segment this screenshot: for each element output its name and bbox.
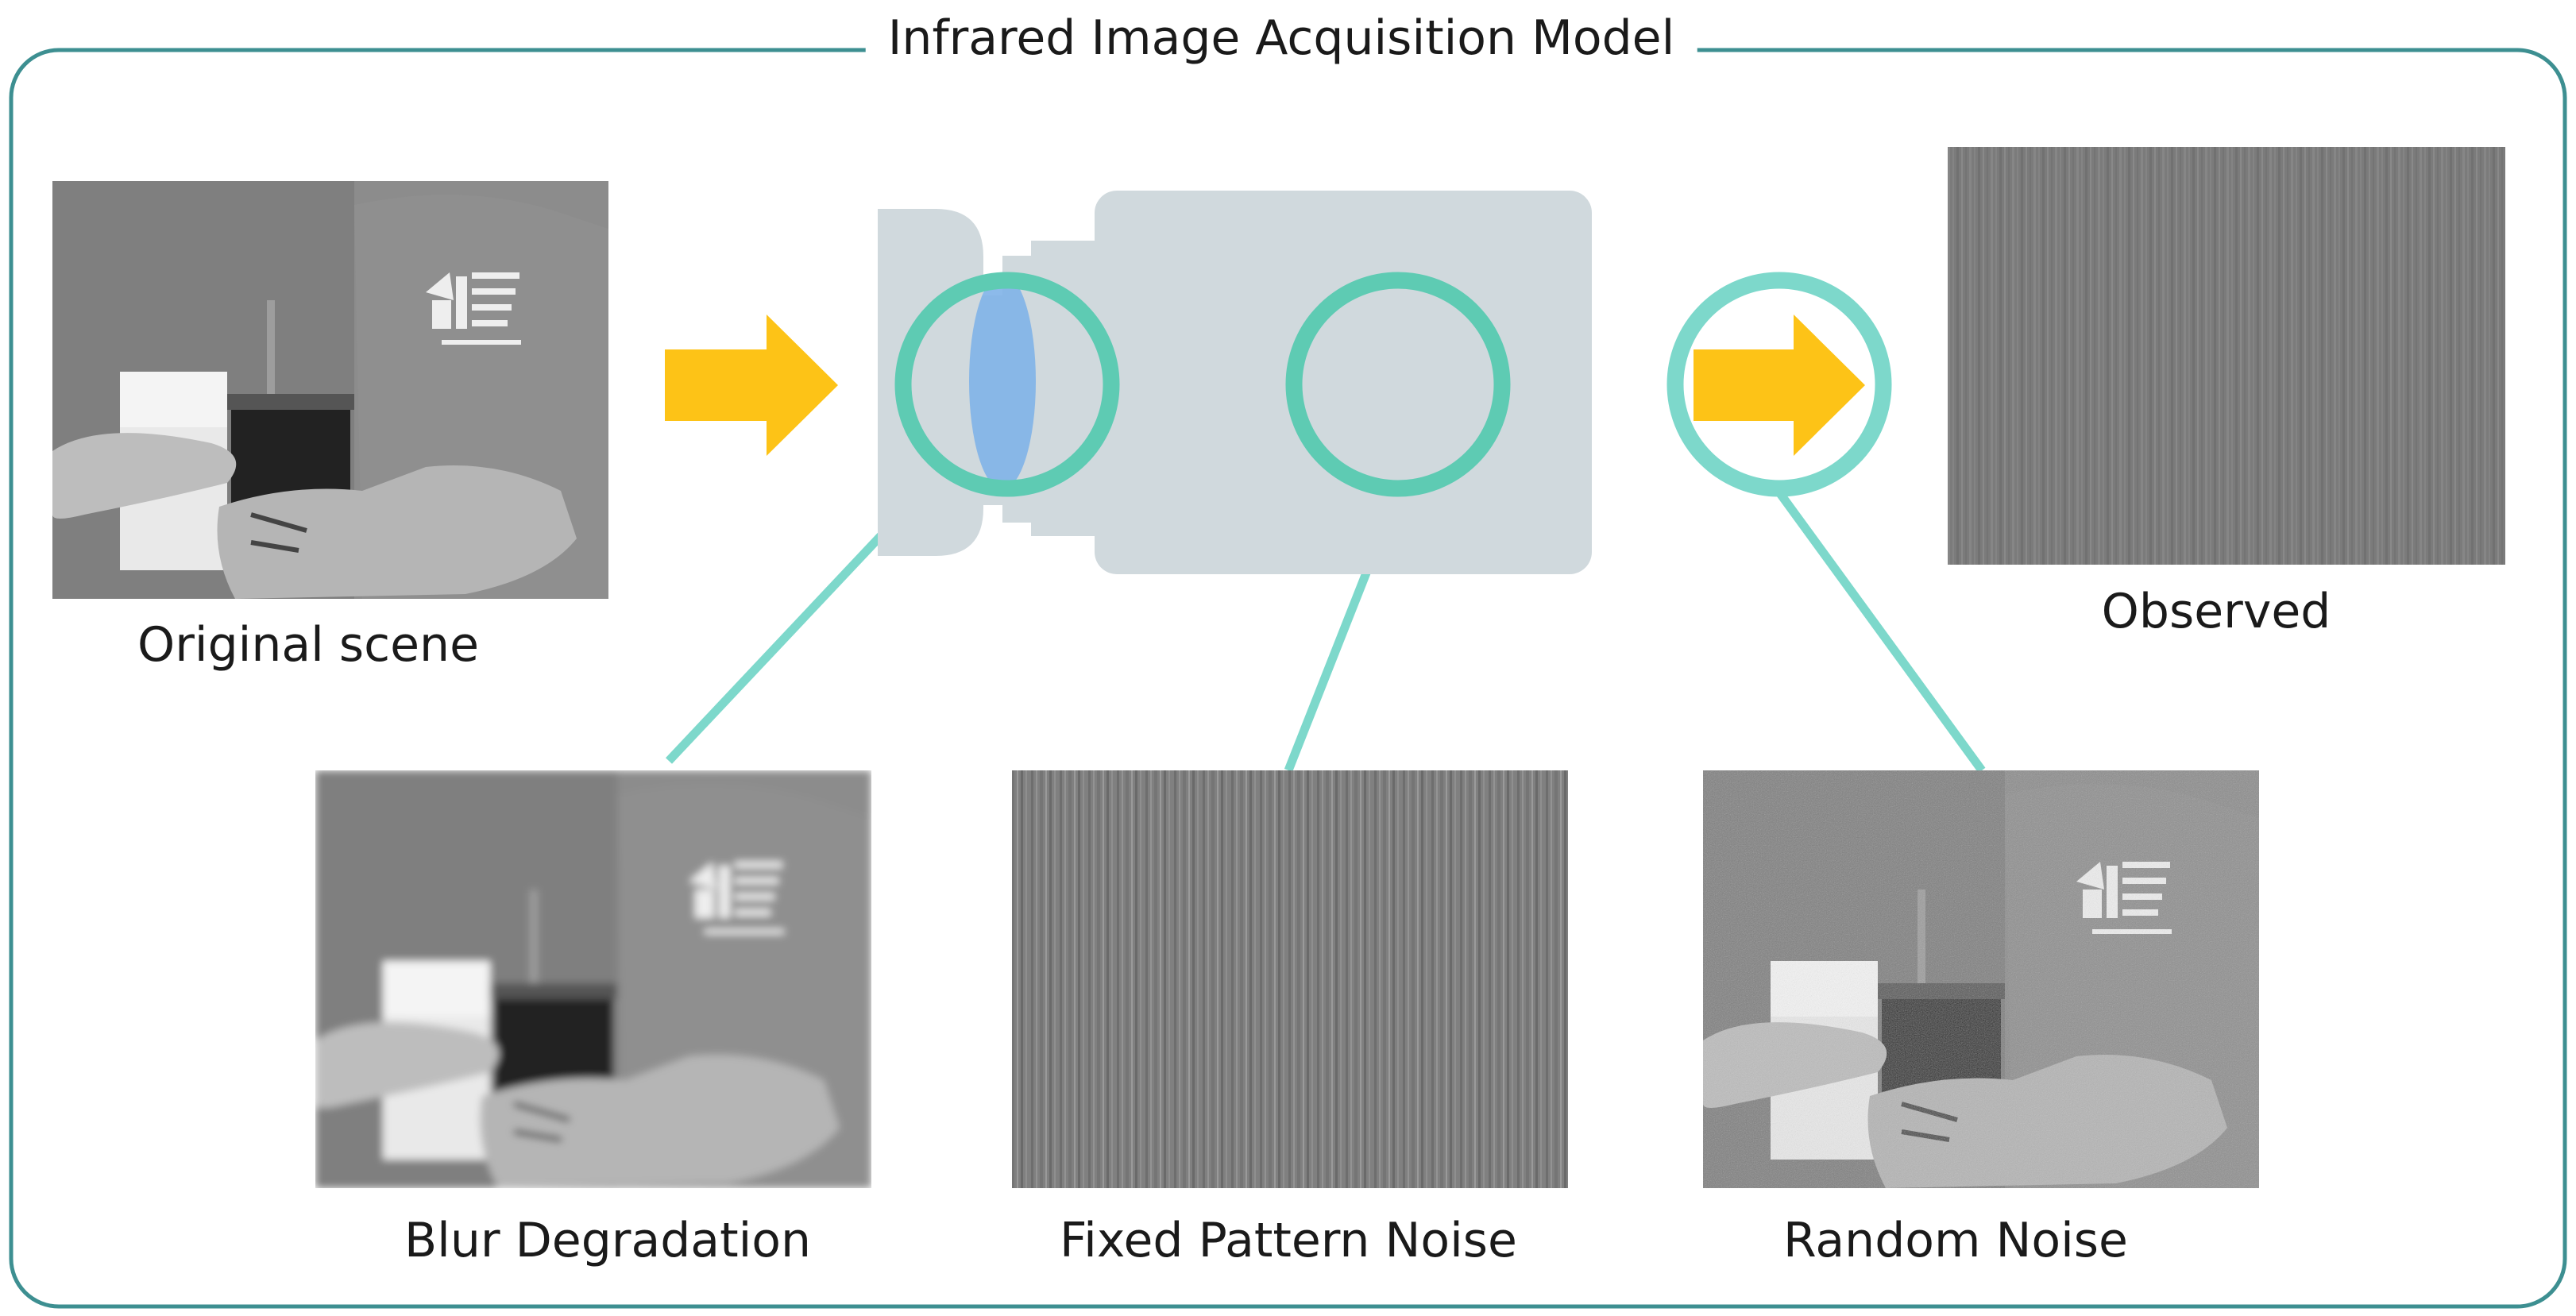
random-noise-image <box>1703 770 2259 1188</box>
label-original-scene: Original scene <box>137 617 479 673</box>
diagram-title: Infrared Image Acquisition Model <box>865 14 1697 62</box>
blur-degradation-image <box>315 770 871 1188</box>
label-blur-degradation: Blur Degradation <box>404 1213 812 1268</box>
label-observed: Observed <box>2101 584 2331 639</box>
original-scene-image <box>52 181 608 599</box>
arrow-icon <box>665 315 838 456</box>
lens-ring-icon <box>894 272 1120 497</box>
label-fixed-pattern-noise: Fixed Pattern Noise <box>1060 1213 1517 1268</box>
sensor-ring-icon <box>1285 272 1511 497</box>
observed-image <box>1948 147 2505 565</box>
lens-icon <box>969 273 1036 489</box>
fixed-pattern-noise-image <box>1012 770 1568 1188</box>
connector-random <box>1775 489 1986 774</box>
arrow-icon <box>1694 315 1865 456</box>
camera-icon <box>878 191 1592 574</box>
label-random-noise: Random Noise <box>1783 1213 2128 1268</box>
output-ring-icon <box>1666 272 1892 497</box>
